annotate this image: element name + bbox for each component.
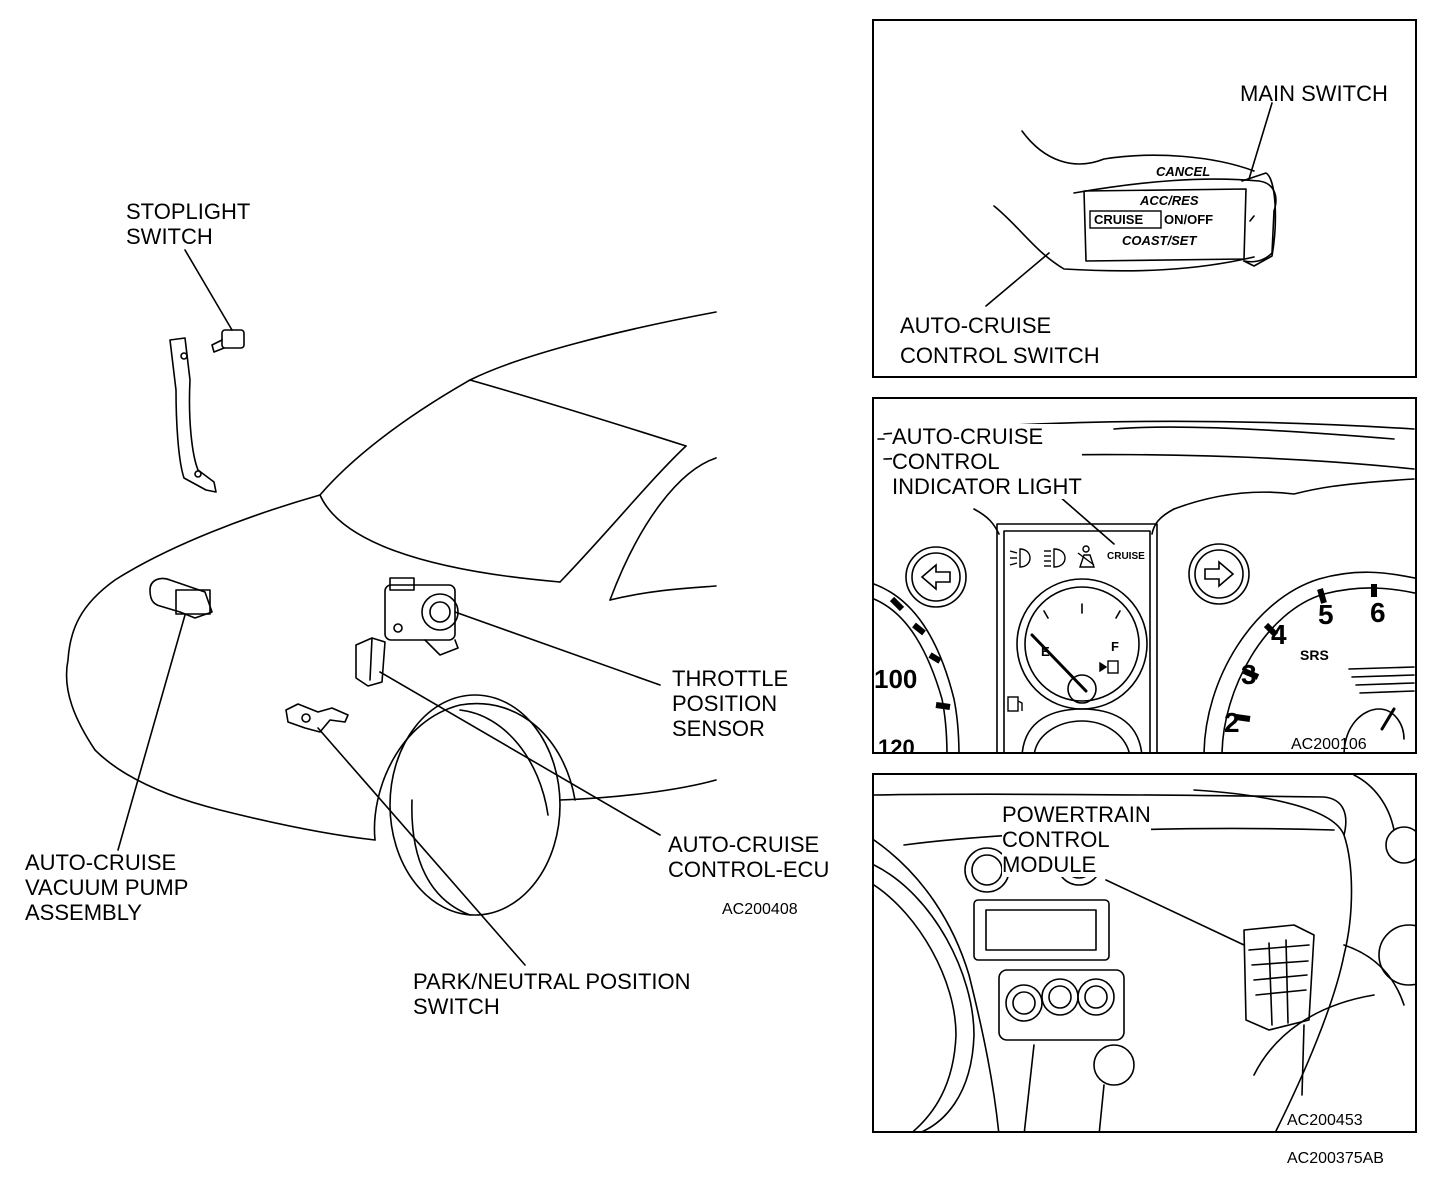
fuel-full-text: F (1111, 639, 1119, 654)
main-switch-label: MAIN SWITCH (1240, 81, 1388, 106)
park-neutral-switch-label: PARK/NEUTRAL POSITION SWITCH (413, 969, 691, 1019)
fuel-empty-text: E (1041, 644, 1050, 659)
cruise-switch-panel: CANCEL ACC/RES CRUISE ON/OFF COAST/SET M… (872, 19, 1417, 378)
seatbelt-icon (1077, 545, 1095, 568)
auto-cruise-ecu (355, 637, 386, 687)
instrument-cluster-panel: CRUISE E F 100 120 2 3 4 5 6 SRS AUTO-CR… (872, 397, 1417, 754)
rpm-6-text: 6 (1370, 597, 1386, 628)
turn-right-arrow-icon (1204, 560, 1235, 588)
headlight-icon (1044, 548, 1066, 568)
shifter-knob (1093, 1044, 1135, 1086)
srs-text: SRS (1300, 647, 1329, 663)
rpm-3-text: 3 (1241, 659, 1257, 690)
fuel-pump-icon (1007, 696, 1023, 712)
throttle-body (384, 577, 459, 656)
rpm-5-text: 5 (1318, 599, 1334, 630)
dashboard-figure-code: AC200453 (1287, 1112, 1363, 1129)
front-tire (389, 694, 561, 916)
switch-lever (1083, 188, 1247, 262)
cluster-figure-code: AC200106 (1291, 736, 1367, 753)
acc-res-text: ACC/RES (1140, 193, 1199, 208)
on-off-text: ON/OFF (1164, 212, 1214, 227)
wheel-arch (373, 702, 576, 841)
tachometer-arc (1203, 571, 1415, 752)
cruise-switch-drawing (985, 102, 1277, 307)
vehicle-overview-drawing (65, 249, 717, 966)
stoplight-switch-body (221, 329, 245, 349)
speed-100-text: 100 (874, 664, 918, 694)
indicator-light-label: AUTO-CRUISE CONTROL INDICATOR LIGHT (892, 424, 1082, 499)
cruise-indicator-text: CRUISE (1107, 551, 1145, 562)
dashboard-panel: POWERTRAIN CONTROL MODULE AC200453 (872, 773, 1417, 1133)
sheet-code: AC200375AB (1287, 1150, 1384, 1167)
rpm-4-text: 4 (1271, 619, 1287, 650)
body-side-line (559, 779, 717, 801)
steering-wheel (874, 864, 975, 1131)
vacuum-pump-assembly-label: AUTO-CRUISE VACUUM PUMP ASSEMBLY (25, 850, 189, 925)
windshield-line (469, 379, 687, 447)
window-line (609, 457, 717, 601)
auto-cruise-control-switch-label: AUTO-CRUISE CONTROL SWITCH (900, 313, 1100, 368)
fog-light-icon (1009, 548, 1031, 568)
powertrain-control-module-label: POWERTRAIN CONTROL MODULE (1002, 802, 1151, 877)
coast-set-text: COAST/SET (1122, 233, 1197, 248)
cruise-box (1089, 210, 1162, 229)
speedometer-arc (874, 583, 960, 752)
fuel-door-icon (1099, 660, 1119, 674)
climate-knob-right (1077, 978, 1115, 1016)
door-line (609, 585, 717, 601)
pcm-module (1243, 924, 1315, 1031)
car-body-outline (65, 311, 717, 841)
auto-cruise-ecu-label: AUTO-CRUISE CONTROL-ECU (668, 832, 830, 882)
fuel-needle (1030, 633, 1088, 693)
fuel-gauge (1016, 578, 1148, 710)
right-turn-indicator (1188, 543, 1250, 605)
radio-unit (973, 899, 1110, 961)
cancel-text: CANCEL (1156, 164, 1211, 179)
cruise-text: CRUISE (1094, 212, 1144, 227)
rpm-2-text: 2 (1224, 707, 1240, 738)
park-neutral-switch (285, 703, 349, 733)
center-cluster-frame (996, 523, 1158, 752)
turn-left-arrow-icon (920, 563, 951, 591)
throttle-position-sensor-label: THROTTLE POSITION SENSOR (672, 666, 789, 741)
switch-end-cap (1241, 172, 1277, 267)
speed-120-text: 120 (878, 735, 915, 754)
hood-line (319, 494, 561, 583)
vacuum-pump (149, 577, 213, 619)
left-turn-indicator (905, 546, 967, 608)
instrument-cluster-drawing (874, 420, 1415, 752)
a-pillar-line (559, 445, 687, 583)
stoplight-bracket (169, 337, 217, 493)
climate-knob-center (1041, 978, 1079, 1016)
main-figure-code: AC200408 (722, 901, 798, 918)
climate-knob-left (1005, 984, 1043, 1022)
stoplight-switch-label: STOPLIGHT SWITCH (126, 199, 251, 249)
